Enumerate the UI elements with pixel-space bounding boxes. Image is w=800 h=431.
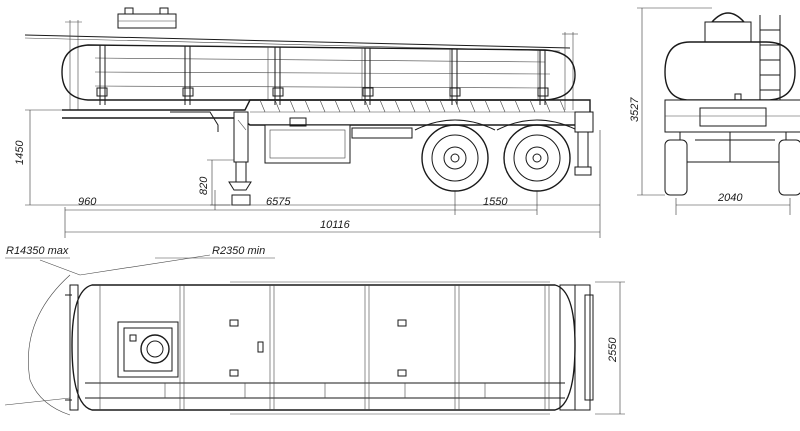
top-straps — [99, 285, 550, 410]
dim-radius-max: R14350 max — [6, 245, 69, 257]
rear-axle-wheels — [414, 119, 578, 192]
top-front-end — [65, 284, 79, 411]
rail-stanchions — [65, 20, 578, 110]
dim-radius-min: R2350 min — [212, 245, 265, 257]
dim-support-height: 820 — [198, 176, 210, 195]
rear-bumper — [574, 111, 594, 176]
dim-overall-width: 2550 — [607, 337, 619, 363]
rear-view: 3527 2040 — [629, 7, 800, 215]
rear-tank-section — [664, 41, 796, 101]
dim-track-width: 2040 — [717, 192, 743, 204]
dim-kingpin-axle: 6575 — [266, 196, 291, 208]
side-guard — [351, 127, 413, 139]
landing-gear — [228, 111, 252, 206]
side-view: 1450 820 960 6575 1550 10116 — [14, 7, 601, 238]
tank-straps — [96, 45, 549, 105]
radius-arc-max — [28, 274, 71, 416]
top-manhole — [117, 321, 179, 378]
side-dimensions: 1450 820 960 6575 1550 10116 — [14, 109, 601, 238]
dim-overall-height: 3527 — [629, 97, 641, 122]
tank-shell — [61, 44, 576, 101]
top-hatches — [229, 319, 407, 377]
dim-front-overhang: 960 — [78, 196, 97, 208]
dim-coupling-height: 1450 — [14, 140, 26, 165]
top-rear-end — [559, 284, 594, 411]
kingpin-plate — [170, 111, 219, 132]
dim-axle-spread: 1550 — [483, 196, 508, 208]
top-view: R14350 max R2350 min — [4, 245, 625, 416]
manhole-dome — [117, 7, 177, 29]
rear-under-structure — [679, 131, 787, 163]
rear-dome — [710, 12, 746, 23]
chassis-frame — [62, 99, 591, 126]
walkway-rail — [24, 34, 571, 49]
rear-wheels — [664, 139, 800, 196]
top-tank-outline — [71, 284, 576, 411]
dim-overall-length: 10116 — [320, 219, 351, 231]
tool-box — [264, 117, 351, 164]
rear-ladder — [759, 15, 781, 100]
